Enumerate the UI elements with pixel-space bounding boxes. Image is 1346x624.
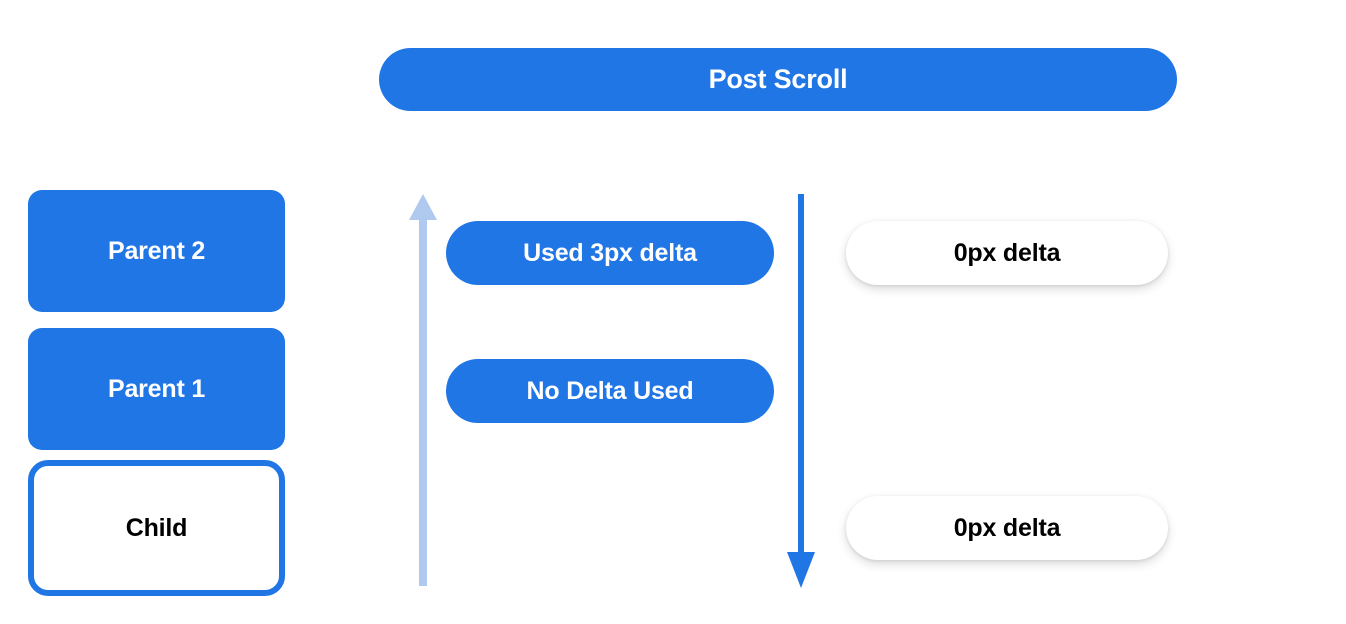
scroll-up-arrow <box>409 194 437 586</box>
node-parent-2-label: Parent 2 <box>107 236 206 265</box>
node-child-label: Child <box>125 513 188 542</box>
pill-no-delta-used: No Delta Used <box>446 359 774 423</box>
node-parent-2: Parent 2 <box>28 190 285 312</box>
scroll-down-arrow <box>787 194 815 588</box>
pill-0px-delta-top-label: 0px delta <box>953 238 1061 267</box>
post-scroll-header: Post Scroll <box>379 48 1177 111</box>
pill-used-3px-delta: Used 3px delta <box>446 221 774 285</box>
node-child: Child <box>28 460 285 596</box>
pill-0px-delta-bottom-label: 0px delta <box>953 513 1061 542</box>
pill-0px-delta-top: 0px delta <box>846 221 1168 285</box>
pill-no-delta-used-label: No Delta Used <box>526 376 694 405</box>
node-parent-1-label: Parent 1 <box>107 374 206 403</box>
pill-used-3px-delta-label: Used 3px delta <box>523 238 697 267</box>
post-scroll-header-label: Post Scroll <box>708 64 848 94</box>
pill-0px-delta-bottom: 0px delta <box>846 496 1168 560</box>
node-parent-1: Parent 1 <box>28 328 285 450</box>
